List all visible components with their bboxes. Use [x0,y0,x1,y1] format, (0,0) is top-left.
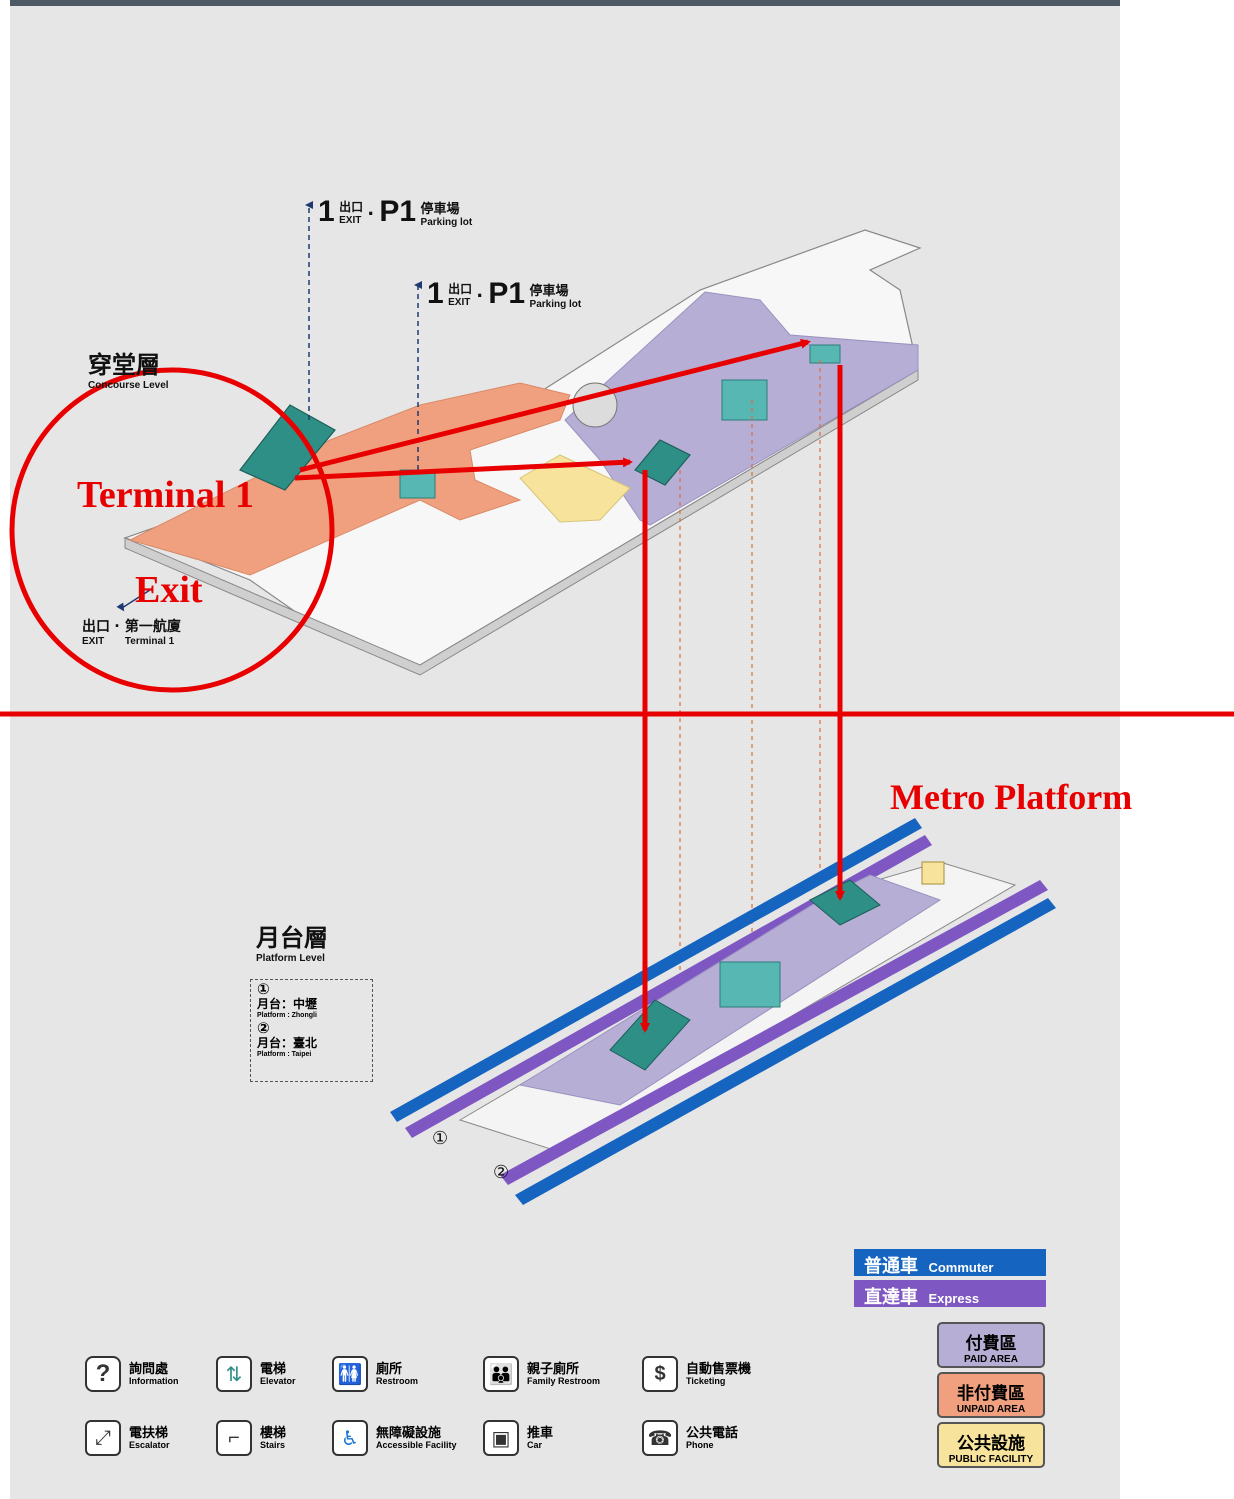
restroom-icon: 🚻 [332,1356,368,1392]
escalator-icon: ⤢ [85,1420,121,1456]
family-restroom-icon: 👪 [483,1356,519,1392]
platform-elevator [719,961,781,1008]
annotation-exit: Exit [135,569,203,611]
platform-escalator-2 [809,879,881,926]
concourse-stair-top [809,344,841,364]
platform-phone-box [921,861,945,885]
stairs-icon: ⌐ [216,1420,252,1456]
vertical-links [679,360,821,1000]
cart-icon: ▣ [483,1420,519,1456]
phone-icon: ☎ [642,1420,678,1456]
route-arrow-to-escalator [294,457,633,481]
annotation-terminal: Terminal 1 [77,474,254,516]
track-commuter-upper [390,818,922,1122]
legend-express: 直達車 Express [854,1280,1046,1307]
track-commuter-lower [515,898,1056,1205]
platform-direction-box: ① 月台：中壢 Platform : Zhongli ② 月台：臺北 Platf… [250,979,373,1082]
exit-label-top1: 1 出口 EXIT · P1 停車場 Parking lot [318,195,473,228]
red-annotations [0,338,1234,1033]
legend-commuter: 普通車 Commuter [854,1249,1046,1276]
track-marker-2: ② [493,1162,509,1182]
top-bar [10,0,1120,6]
concourse-level-title: 穿堂層 Concourse Level [88,352,169,391]
track-express-upper [405,835,932,1138]
concourse-elevator-2 [721,379,768,421]
concourse-escalator-west [239,404,336,491]
legend-paid-area: 付費區 PAID AREA [937,1322,1045,1368]
legend-unpaid-area: 非付費區 UNPAID AREA [937,1372,1045,1418]
accessible-icon: ♿ [332,1420,368,1456]
concourse-escalator-paid [634,439,691,486]
legend-public-facility: 公共設施 PUBLIC FACILITY [937,1422,1045,1468]
annotation-metro-platform: Metro Platform [890,777,1133,817]
route-arrow-to-stair [299,338,811,473]
platform-level [390,818,1056,1205]
terminal-exit-circle [9,367,335,693]
platform-level-title: 月台層 Platform Level [256,925,328,964]
platform-escalator-1 [609,999,691,1071]
ticketing-icon: $ [642,1356,678,1392]
track-marker-1: ① [432,1128,448,1148]
track-express-lower [500,880,1048,1185]
exit-label-top2: 1 出口 EXIT · P1 停車場 Parking lot [427,277,582,310]
concourse-slab [123,229,922,676]
concourse-public-facility [519,454,631,523]
exit-label-terminal: 出口 EXIT · 第一航廈 Terminal 1 [82,616,181,647]
information-icon: ? [85,1356,121,1392]
elevator-icon: ⇅ [216,1356,252,1392]
